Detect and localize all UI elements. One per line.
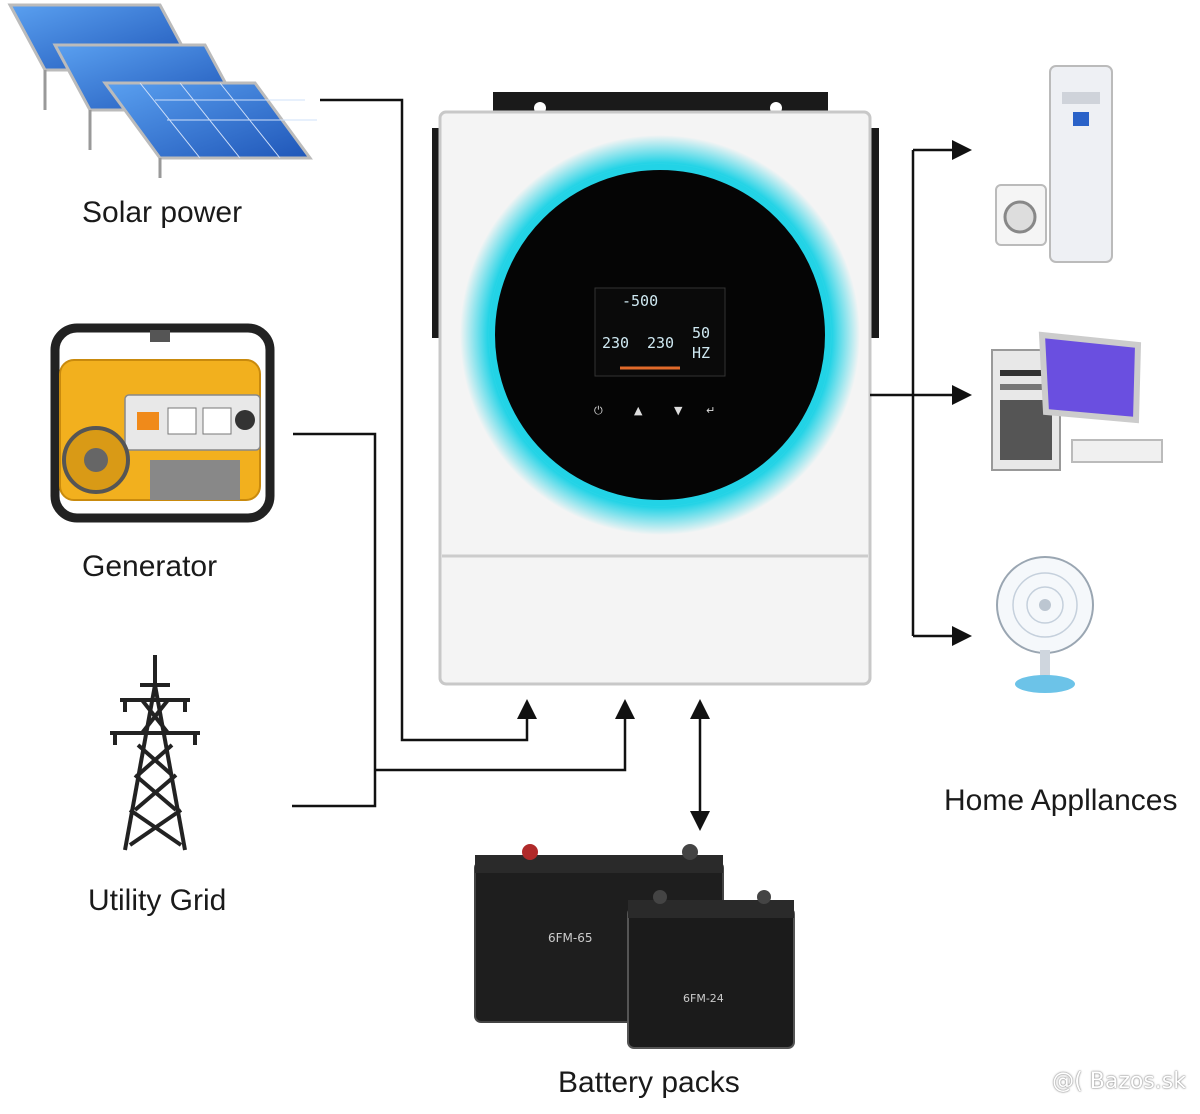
air-conditioner-washer-image [996, 66, 1112, 262]
home-appliances-label: Home Appllances [944, 784, 1177, 818]
up-button-icon[interactable]: ▲ [634, 404, 643, 417]
lcd-value-3: 230 [647, 334, 674, 352]
battery-large-model: 6FM-65 [548, 931, 593, 945]
generator-connector [292, 434, 375, 806]
lcd-value-2: 230 [602, 334, 629, 352]
utility-grid-label: Utility Grid [88, 884, 226, 918]
generator-image [55, 328, 270, 518]
generator-label: Generator [82, 550, 217, 584]
lcd-value-1: -500 [622, 292, 658, 310]
lcd-value-4: 50 [692, 324, 710, 342]
enter-button-icon[interactable]: ↵ [706, 404, 715, 417]
inverter-image: -500 230 230 50 HZ ⏻ ▲ ▼ ↵ [432, 92, 879, 684]
down-button-icon[interactable]: ▼ [674, 404, 683, 417]
grid-connector [375, 703, 625, 770]
power-button-icon[interactable]: ⏻ [594, 404, 603, 417]
battery-packs-image: 6FM-65 6FM-24 [475, 844, 794, 1048]
battery-small-model: 6FM-24 [683, 992, 724, 1005]
watermark: @( Bazos.sk [1052, 1069, 1186, 1094]
fan-image [997, 557, 1093, 693]
battery-packs-label: Battery packs [558, 1066, 740, 1100]
utility-tower-image [110, 655, 200, 850]
lcd-value-5: HZ [692, 344, 710, 362]
solar-panels-image [10, 5, 317, 178]
solar-power-label: Solar power [82, 196, 242, 230]
computer-image [992, 335, 1162, 470]
